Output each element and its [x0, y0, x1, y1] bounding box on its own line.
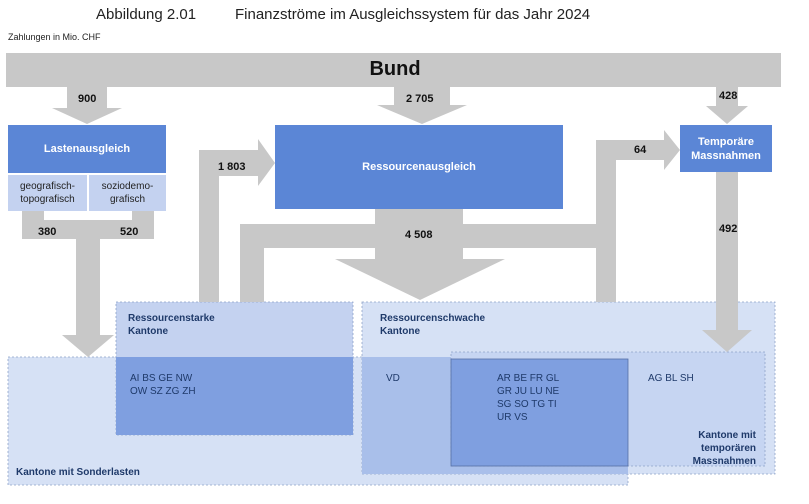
flow-left-branch-down: [240, 224, 264, 302]
flow-right-branch: [463, 224, 613, 248]
node-lastenausgleich: Lastenausgleich: [8, 125, 166, 173]
arrow-bund-temp: [706, 87, 748, 124]
region-overlap-temp-sonder: [450, 358, 629, 467]
node-ressourcenausgleich: Ressourcenausgleich: [275, 125, 563, 209]
region-overlap-starke-sonder: [116, 357, 353, 435]
node-temporaere: Temporäre Massnahmen: [680, 125, 772, 172]
arrow-ressourcen-schwache: [335, 255, 505, 300]
flow-label-2705: 2 705: [406, 93, 434, 105]
flow-ressourcen-down: [375, 209, 463, 259]
flow-label-900: 900: [78, 93, 97, 105]
flow-label-1803: 1 803: [218, 161, 246, 173]
flow-starke-up: [199, 170, 219, 302]
arrow-bund-lasten: [52, 87, 122, 124]
label-temp-region: Kantone mit temporären Massnahmen: [692, 430, 756, 467]
flow-label-520: 520: [120, 226, 139, 238]
arrow-schwache-temp: [596, 130, 680, 170]
bund-label: Bund: [369, 58, 421, 80]
label-ressourcenschwache: Ressourcenschwache Kantone: [380, 313, 486, 337]
arrow-temp-kantone: [702, 172, 752, 352]
flow-schwache-up: [596, 140, 616, 302]
cantons-vd: VD: [386, 373, 400, 384]
label-ressourcenstarke: Ressourcenstarke Kantone: [128, 313, 215, 337]
node-geo-topo: geografisch- topografisch: [8, 175, 87, 211]
label-sonderlasten: Kantone mit Sonderlasten: [16, 467, 140, 478]
unit-label: Zahlungen in Mio. CHF: [8, 32, 101, 42]
arrow-starke-ressourcen: [199, 139, 275, 186]
flow-label-4508: 4 508: [405, 229, 433, 241]
arrow-to-sonderlasten: [62, 239, 114, 357]
flow-label-64: 64: [634, 144, 647, 156]
arrow-bund-ressourcen: [377, 87, 467, 124]
figure-label: Abbildung 2.01: [96, 6, 197, 23]
node-sozio: soziodemo- grafisch: [89, 175, 166, 211]
bund-bar: [6, 53, 781, 87]
flow-label-380: 380: [38, 226, 57, 238]
flow-label-492: 492: [719, 223, 738, 235]
flow-collector: [22, 220, 154, 239]
flow-label-428: 428: [719, 90, 738, 102]
cantons-ressourcenstarke: AI BS GE NW OW SZ ZG ZH: [130, 373, 196, 397]
figure-title: Finanzströme im Ausgleichssystem für das…: [235, 6, 591, 23]
cantons-temp: AG BL SH: [648, 373, 694, 384]
cantons-schwache-inner: AR BE FR GL GR JU LU NE SG SO TG TI UR V…: [497, 373, 560, 423]
